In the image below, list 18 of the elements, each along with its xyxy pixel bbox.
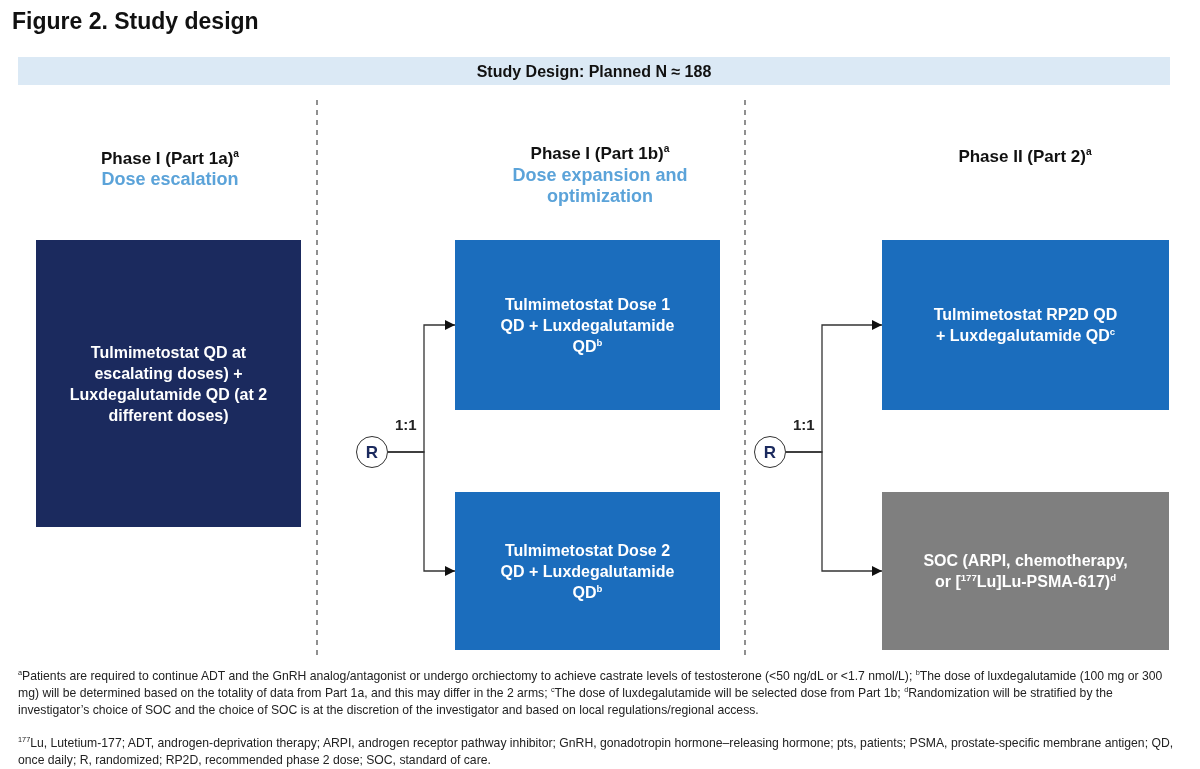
banner: Study Design: Planned N ≈ 188 [18,57,1170,85]
phase-heading: Phase I (Part 1a)$^{a}$ [100,148,240,169]
process-box: Tulmimetostat RP2D QD + Luxdegalutamide QD$^{c}$ [882,240,1169,410]
randomization-circle: R [754,436,786,468]
process-box: Tulmimetostat QD at escalating doses) + Luxdegalutamide QD (at 2 different doses) [36,240,301,527]
footnote-text: $^{a}$Patients are required to continue ADT and the GnRH analog/antagonist or undergo orchiectomy to achieve castrate levels of testosterone (<50 ng/dL or <1.7 nmol/L); $^{b}$The dose of luxdegalutamide (100 mg or 300 mg) will be determined based on the totality of data from Part 1a, and this may differ in the 2 arms; $^{c}$The dose of luxdegalutamide will be selected dose from Part 1b; $^{d}$Randomization will be stratified by the investigator’s choice of SOC and the choice of SOC is at the discretion of the investigator and based on local regulations/regional access. [18,668,1164,719]
abbreviations-text: $^{177}$Lu, Lutetium-177; ADT, androgen-deprivation therapy; ARPI, androgen receptor pathway inhibitor; GnRH, gonadotropin hormone–releasing hormone; pts, patients; PSMA, prostate-specific membrane antigen; QD, once daily; R, randomized; RP2D, recommended phase 2 dose; SOC, standard of care. [18,735,1175,769]
process-box: Tulmimetostat Dose 2 QD + Luxdegalutamide QD$^{b}$ [455,492,720,650]
phase-heading: Phase I (Part 1b)$^{a}$ [529,143,671,164]
phase-subtitle: Dose escalation [100,169,240,190]
phase-subtitle: Dose expansion and optimization [511,165,689,207]
phase-heading: Phase II (Part 2)$^{a}$ [957,146,1093,167]
arrow [785,451,883,576]
figure-title: Figure 2. Study design [12,8,259,35]
randomization-circle: R [356,436,388,468]
process-box: SOC (ARPI, chemotherapy, or [$^{177}$Lu]Lu-PSMA-617)$^{d}$ [882,492,1169,650]
process-box: Tulmimetostat Dose 1 QD + Luxdegalutamide QD$^{b}$ [455,240,720,410]
arrow [387,451,456,576]
